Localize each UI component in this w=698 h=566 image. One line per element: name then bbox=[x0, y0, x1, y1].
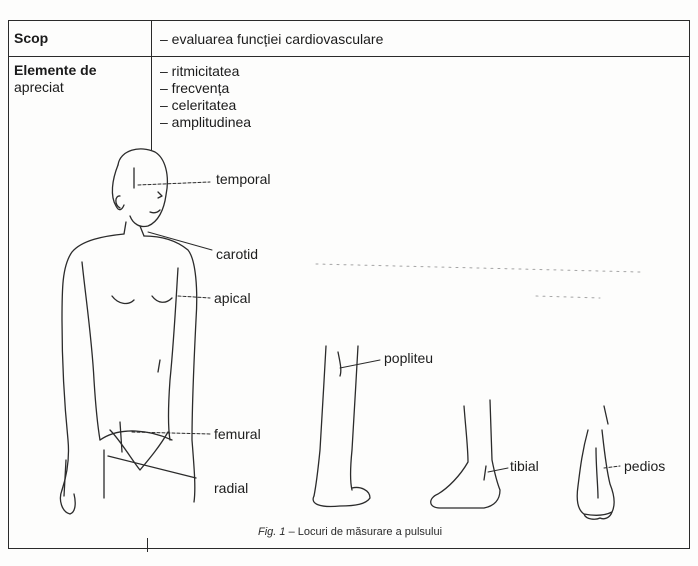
foot-drawing bbox=[577, 406, 614, 519]
label-apical: apical bbox=[214, 290, 251, 306]
label-tibial: tibial bbox=[510, 458, 539, 474]
figure-caption: Fig. 1 – Locuri de măsurare a pulsului bbox=[258, 526, 442, 538]
ankle-drawing bbox=[431, 400, 500, 508]
leader-lines bbox=[132, 182, 620, 472]
knee-drawing bbox=[313, 346, 370, 507]
label-carotid: carotid bbox=[216, 246, 258, 262]
label-femural: femural bbox=[214, 426, 261, 442]
head-drawing bbox=[112, 149, 167, 236]
label-popliteu: popliteu bbox=[384, 350, 433, 366]
label-temporal: temporal bbox=[216, 171, 270, 187]
torso-drawing bbox=[60, 234, 196, 514]
scan-marks bbox=[316, 264, 640, 298]
figure-caption-number: Fig. 1 bbox=[258, 526, 286, 538]
label-pedios: pedios bbox=[624, 458, 665, 474]
label-radial: radial bbox=[214, 480, 248, 496]
figure-caption-text: – Locuri de măsurare a pulsului bbox=[286, 526, 443, 538]
